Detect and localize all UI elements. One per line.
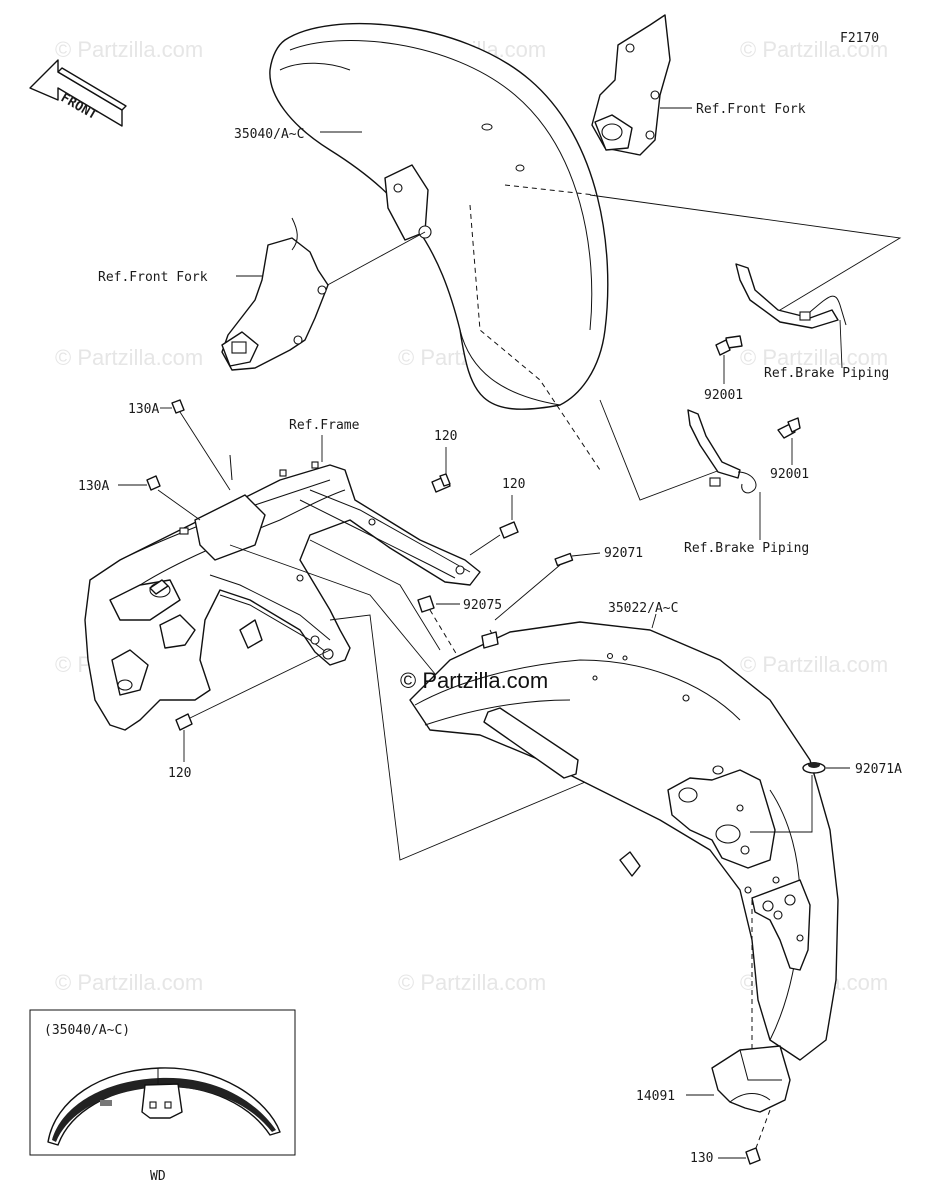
part-92071a <box>802 762 826 774</box>
label-bolt-130a-top: 130A <box>128 402 159 417</box>
label-bolt-130a-mid: 130A <box>78 479 109 494</box>
label-bolt-120-c: 120 <box>168 766 191 781</box>
inset-title: (35040/A~C) <box>44 1023 130 1038</box>
label-ref-brake-piping-1: Ref.Brake Piping <box>764 366 889 381</box>
label-part-14091: 14091 <box>636 1089 675 1104</box>
bolt-130a-top <box>171 399 231 491</box>
inset-box: (35040/A~C) WD <box>29 1009 296 1184</box>
label-rear-fender: 35022/A~C <box>608 601 678 616</box>
watermark: © Partzilla.com <box>740 345 888 370</box>
watermark: © Partzilla.com <box>55 970 203 995</box>
bolt-92001-b <box>777 417 801 439</box>
inset-caption: WD <box>150 1169 166 1184</box>
watermark: © Partzilla.com <box>740 652 888 677</box>
inset-front-fender <box>47 1067 281 1146</box>
bolt-130a-mid <box>146 475 201 521</box>
figure-code: F2170 <box>840 31 879 46</box>
label-part-92075: 92075 <box>463 598 502 613</box>
brake-piping-bracket-1 <box>735 263 847 329</box>
watermark: © Partzilla.com <box>398 970 546 995</box>
watermark: © Partzilla.com <box>740 37 888 62</box>
label-bolt-120-a: 120 <box>434 429 457 444</box>
bolt-130 <box>745 1147 761 1165</box>
front-fork-bracket-left <box>221 217 329 371</box>
label-ref-brake-piping-2: Ref.Brake Piping <box>684 541 809 556</box>
label-bolt-120-b: 120 <box>502 477 525 492</box>
main-watermark: © Partzilla.com <box>400 668 548 693</box>
label-front-fender: 35040/A~C <box>234 127 304 142</box>
label-ref-front-fork-top: Ref.Front Fork <box>696 102 806 117</box>
part-14091 <box>711 1045 791 1113</box>
part-92075 <box>417 595 435 613</box>
brake-piping-bracket-2 <box>687 409 757 494</box>
front-arrow-icon: FRONT <box>29 59 127 127</box>
label-bolt-92001-b: 92001 <box>770 467 809 482</box>
watermark: © Partzilla.com <box>55 37 203 62</box>
label-part-92071a: 92071A <box>855 762 902 777</box>
label-ref-frame: Ref.Frame <box>289 418 360 433</box>
bolt-120-b <box>499 521 519 539</box>
rear-fender <box>409 621 839 1061</box>
frame <box>84 454 481 731</box>
bolt-92001-a <box>715 335 743 356</box>
front-fender <box>269 22 609 410</box>
watermark: © Partzilla.com <box>55 345 203 370</box>
bolt-120-c <box>175 713 193 731</box>
bolt-120-a <box>431 473 451 493</box>
label-bolt-130: 130 <box>690 1151 713 1166</box>
label-part-92071: 92071 <box>604 546 643 561</box>
part-92071 <box>554 552 574 567</box>
label-bolt-92001-a: 92001 <box>704 388 743 403</box>
label-ref-front-fork-left: Ref.Front Fork <box>98 270 208 285</box>
front-fork-bracket-top <box>591 14 692 156</box>
